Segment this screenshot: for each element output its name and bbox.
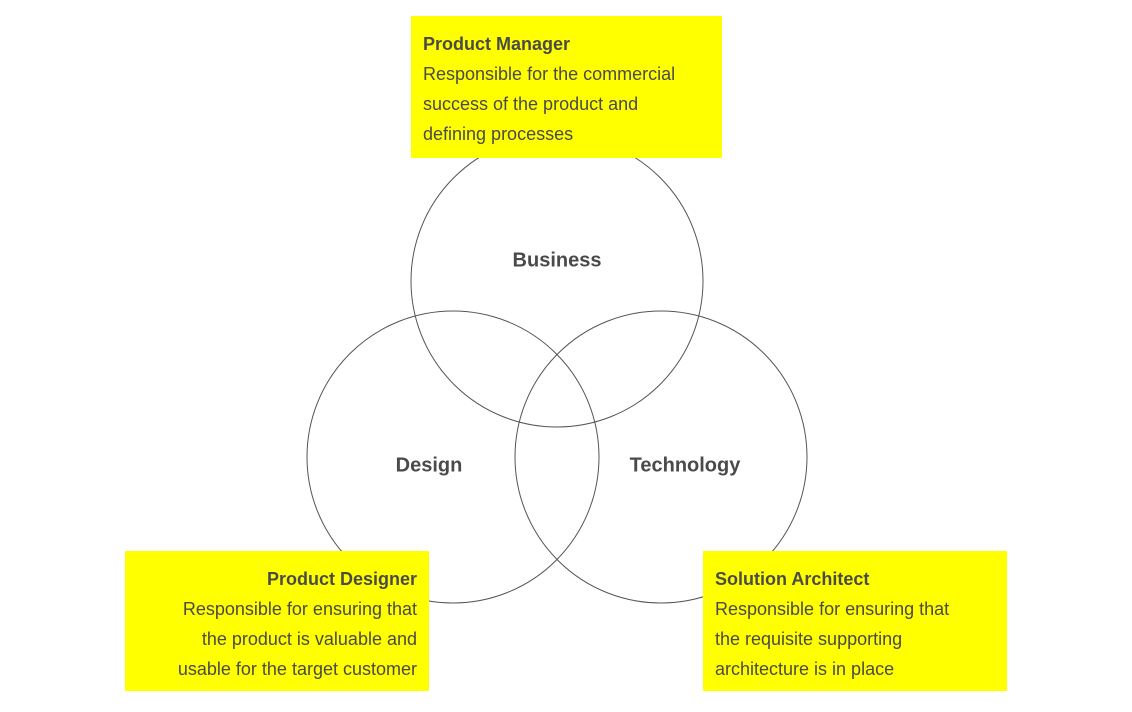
product-manager-callout: Product Manager Responsible for the comm… (411, 16, 722, 158)
business-circle (410, 134, 704, 428)
design-label: Design (395, 454, 463, 477)
callout-title: Solution Architect (715, 569, 870, 589)
product-designer-callout: Product Designer Responsible for ensurin… (125, 551, 429, 691)
callout-description: Responsible for ensuring that the requis… (715, 599, 950, 679)
design-circle (306, 310, 600, 604)
technology-circle (514, 310, 808, 604)
technology-label: Technology (629, 454, 741, 477)
callout-title: Product Manager (423, 34, 571, 54)
solution-architect-callout: Solution Architect Responsible for ensur… (703, 551, 1007, 691)
business-label: Business (512, 249, 602, 272)
callout-description: Responsible for ensuring that the produc… (177, 599, 417, 679)
callout-description: Responsible for the commercial success o… (423, 64, 676, 144)
callout-title: Product Designer (266, 569, 417, 589)
